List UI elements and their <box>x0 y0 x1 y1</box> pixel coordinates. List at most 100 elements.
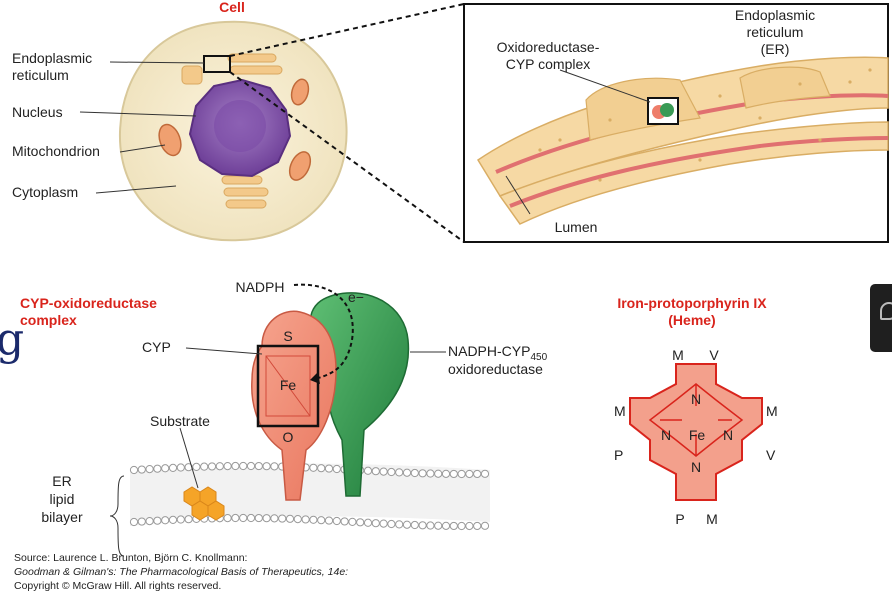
lipid-head <box>324 464 334 473</box>
heme-sub-bottom-m: M <box>706 511 718 527</box>
lipid-head <box>223 514 232 523</box>
lipid-head <box>161 516 170 525</box>
lipid-head <box>285 514 295 523</box>
reductase-shape <box>309 292 410 497</box>
er-panel-title-2: reticulum <box>747 24 804 40</box>
side-feedback-button[interactable] <box>870 284 892 352</box>
source-line-2: Goodman & Gilman's: The Pharmacological … <box>14 566 349 578</box>
lipid-head <box>465 469 474 479</box>
label-er-1: Endoplasmic <box>12 50 92 66</box>
lipid-head <box>317 464 326 473</box>
lipid-head <box>301 515 310 524</box>
lipid-head <box>176 515 185 524</box>
lipid-head <box>356 518 365 527</box>
chat-bubble-icon <box>880 302 892 320</box>
heme-title-1: Iron-protoporphyrin IX <box>617 295 767 311</box>
label-mitochondrion: Mitochondrion <box>12 143 100 159</box>
source-line-3: Copyright © McGraw Hill. All rights rese… <box>14 580 222 592</box>
lipid-head <box>145 465 154 474</box>
complex-title-2: complex <box>20 312 77 328</box>
er-selection-box <box>203 55 231 73</box>
lipid-head <box>348 517 357 526</box>
lipid-head <box>449 521 458 531</box>
lipid-head <box>293 515 302 524</box>
electron-label: e− <box>348 289 364 305</box>
lipid-head <box>278 514 287 523</box>
lipid-head <box>254 461 263 471</box>
heme-structure <box>629 363 763 501</box>
heme-sub-right-v: V <box>766 447 776 463</box>
lipid-head <box>332 516 341 526</box>
lipid-head <box>480 521 490 530</box>
lipid-head <box>137 517 146 526</box>
lipid-head <box>129 517 139 527</box>
lipid-head <box>434 521 443 530</box>
er-complex-label-2: CYP complex <box>506 56 591 72</box>
mitochondrion-shape <box>158 123 182 157</box>
lipid-head <box>402 468 412 477</box>
substrate-label: Substrate <box>150 413 210 429</box>
lipid-head <box>395 520 404 529</box>
label-er-2: reticulum <box>12 67 69 83</box>
heme-sub-bottom-p: P <box>675 511 684 527</box>
lipid-head <box>473 469 482 479</box>
heme-n-bottom: N <box>691 459 701 475</box>
cyp-label: CYP <box>142 339 171 355</box>
lipid-head <box>480 469 490 478</box>
lipid-head <box>363 518 373 527</box>
source-line-1: Source: Laurence L. Brunton, Björn C. Kn… <box>14 552 248 564</box>
lipid-head <box>270 462 279 471</box>
lipid-head <box>270 514 279 523</box>
cyp-shape <box>251 310 337 501</box>
lipid-head <box>161 464 170 473</box>
er-label: ER <box>52 473 71 489</box>
lipid-head <box>426 521 435 530</box>
heme-sub-right-m: M <box>766 403 778 419</box>
lipid-head <box>246 513 256 523</box>
lipid-head <box>145 517 154 526</box>
cell-illustration <box>118 20 348 242</box>
lipid-head <box>231 513 240 523</box>
lipid-head <box>418 469 427 478</box>
reductase-label-1: NADPH-CYP450 <box>448 343 548 363</box>
label-nucleus: Nucleus <box>12 104 63 120</box>
lipid-head <box>387 519 396 529</box>
lipid-head <box>231 461 240 471</box>
edge-glyph: g <box>0 314 25 365</box>
lipid-head <box>332 464 341 474</box>
sulfur-label: S <box>283 328 292 344</box>
er-panel-title-1: Endoplasmic <box>735 7 815 23</box>
lipid-head <box>176 463 185 472</box>
bilayer-label: bilayer <box>41 509 83 525</box>
oxygen-label: O <box>283 429 294 445</box>
lipid-head <box>324 516 334 525</box>
lipid-head <box>371 519 380 528</box>
lipid-head <box>457 521 466 531</box>
heme-n-left: N <box>661 427 671 443</box>
lipid-head <box>137 465 146 474</box>
lipid-head <box>153 464 162 473</box>
lipid-head <box>426 469 435 478</box>
heme-sub-top-m: M <box>672 347 684 363</box>
substrate-shape <box>183 486 225 521</box>
heme-sub-top-v: V <box>709 347 719 363</box>
lipid-head <box>207 462 217 471</box>
lipid-head <box>379 519 388 528</box>
cell-title: Cell <box>219 0 245 15</box>
lipid-head <box>402 520 412 529</box>
lipid-head <box>239 461 248 471</box>
lipid-head <box>168 515 178 524</box>
heme-sub-left-p: P <box>614 447 623 463</box>
er-membrane-illustration <box>476 56 889 225</box>
lipid-head <box>441 469 451 478</box>
lumen-label: Lumen <box>555 219 598 235</box>
lipid-head <box>153 516 162 525</box>
lipid-head <box>200 462 209 471</box>
lipid-head <box>449 469 458 479</box>
lipid-head <box>223 462 232 471</box>
lipid-head <box>441 521 451 530</box>
heme-n-top: N <box>691 391 701 407</box>
lipid-head <box>129 465 139 475</box>
heme-n-right: N <box>723 427 733 443</box>
